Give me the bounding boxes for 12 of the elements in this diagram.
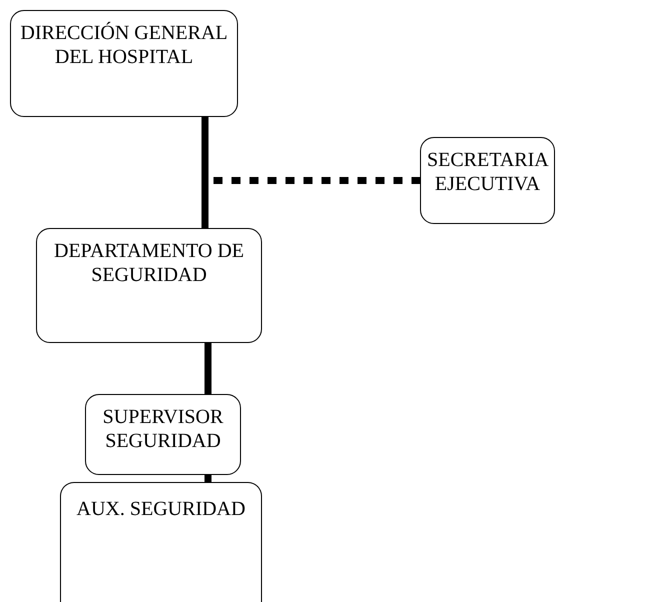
box-label: DIRECCIÓN GENERAL DEL HOSPITAL bbox=[19, 21, 229, 69]
box-label: SECRETARIA EJECUTIVA bbox=[427, 148, 548, 196]
org-box bbox=[10, 10, 238, 117]
org-box bbox=[420, 137, 555, 224]
org-box bbox=[60, 482, 262, 602]
connector bbox=[204, 475, 212, 482]
org-box bbox=[36, 228, 262, 343]
box-label: SUPERVISOR SEGURIDAD bbox=[102, 405, 224, 453]
connector bbox=[204, 343, 212, 394]
org-box bbox=[85, 394, 241, 475]
box-label: DEPARTAMENTO DE SEGURIDAD bbox=[53, 239, 245, 287]
box-label: AUX. SEGURIDAD bbox=[76, 497, 246, 521]
